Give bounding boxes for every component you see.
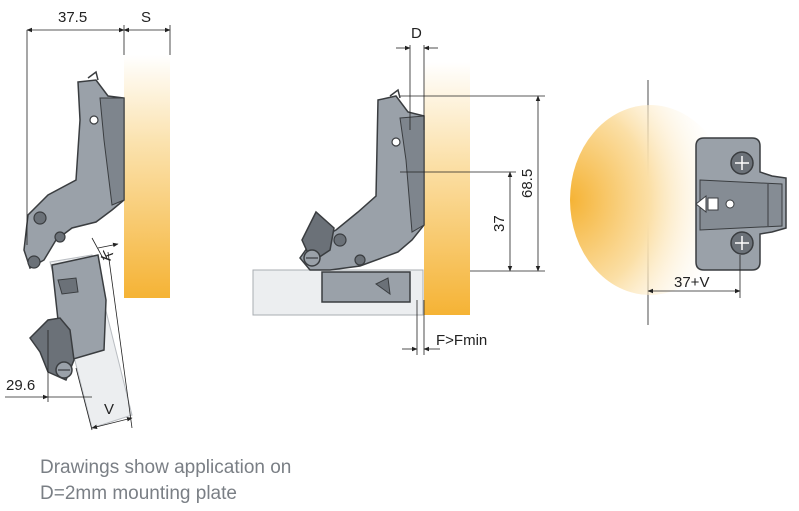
middle-mounting-plate xyxy=(321,271,411,303)
caption: Drawings show application on D=2mm mount… xyxy=(40,455,291,507)
dim-v: V xyxy=(104,401,114,418)
right-screw-bottom xyxy=(730,231,754,255)
dim-37: 37 xyxy=(491,215,508,232)
left-view: 37.5 S K 29.6 V xyxy=(5,9,171,431)
dim-f-fmin: F>Fmin xyxy=(436,332,487,349)
dim-k: K xyxy=(98,248,117,263)
right-panel-glow xyxy=(570,105,730,295)
right-view: 37+V xyxy=(570,80,787,325)
dim-s: S xyxy=(141,9,151,26)
caption-line-2: D=2mm mounting plate xyxy=(40,483,237,504)
left-hole-1 xyxy=(89,115,99,125)
left-door-panel xyxy=(124,55,170,298)
dim-d: D xyxy=(411,25,422,42)
middle-view: D 68.5 37 F>Fmin xyxy=(252,25,545,355)
middle-door-panel xyxy=(424,62,470,315)
left-hole-4 xyxy=(27,255,41,269)
right-arrow-icon xyxy=(695,194,707,214)
right-screw-top xyxy=(730,151,754,175)
dim-37-v: 37+V xyxy=(674,274,709,291)
dim-29-6: 29.6 xyxy=(6,377,35,394)
dim-37-5: 37.5 xyxy=(58,9,87,26)
dim-68-5: 68.5 xyxy=(519,169,536,198)
left-hole-2 xyxy=(33,211,47,225)
left-hole-3 xyxy=(54,231,66,243)
caption-line-1: Drawings show application on xyxy=(40,457,292,478)
